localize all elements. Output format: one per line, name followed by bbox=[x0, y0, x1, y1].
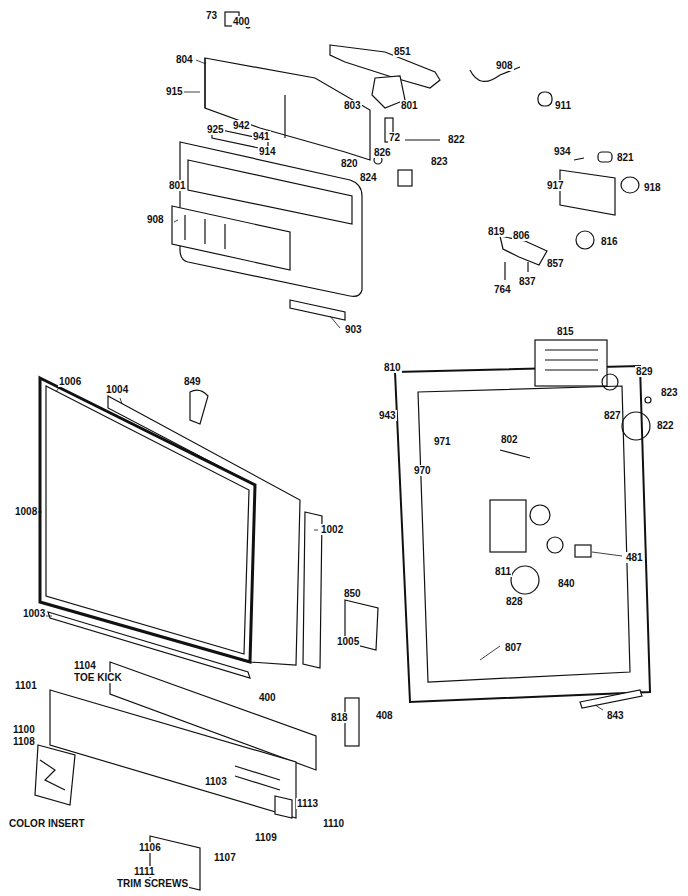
callout-number: 400 bbox=[258, 692, 277, 703]
callout-number: 1103 bbox=[204, 776, 228, 787]
callout-number: 925 bbox=[206, 124, 225, 135]
callout-number: 822 bbox=[656, 420, 675, 431]
callout-number: 801 bbox=[168, 180, 187, 191]
callout-number: 850 bbox=[343, 588, 362, 599]
callout-number: 822 bbox=[447, 134, 466, 145]
callout-number: 827 bbox=[603, 410, 622, 421]
part-label: COLOR INSERT bbox=[8, 818, 86, 829]
callout-number: 941 bbox=[252, 131, 271, 142]
callout-number: 804 bbox=[175, 54, 194, 65]
callout-number: 823 bbox=[430, 156, 449, 167]
callout-number: 908 bbox=[146, 214, 165, 225]
callout-number: 1104 bbox=[73, 660, 97, 671]
callout-number: 815 bbox=[556, 326, 575, 337]
callout-number: 807 bbox=[504, 642, 523, 653]
callout-number: 1003 bbox=[22, 608, 46, 619]
callout-number: 1005 bbox=[336, 636, 360, 647]
callout-number: 903 bbox=[344, 324, 363, 335]
callout-number: 72 bbox=[388, 132, 401, 143]
callout-number: 819 bbox=[487, 226, 506, 237]
callout-number: 914 bbox=[258, 146, 277, 157]
callout-number: 849 bbox=[183, 376, 202, 387]
callout-number: 851 bbox=[393, 46, 412, 57]
callout-number: 823 bbox=[660, 387, 679, 398]
leader-lines bbox=[36, 60, 622, 710]
callout-number: 843 bbox=[606, 710, 625, 721]
callout-number: 911 bbox=[554, 100, 572, 111]
callout-number: 840 bbox=[557, 578, 576, 589]
callout-number: 942 bbox=[232, 120, 251, 131]
callout-number: 824 bbox=[359, 172, 378, 183]
callout-number: 806 bbox=[512, 230, 531, 241]
callout-number: 1108 bbox=[12, 736, 36, 747]
callout-number: 1111 bbox=[133, 866, 156, 877]
callout-number: 1110 bbox=[322, 818, 345, 829]
callout-number: 821 bbox=[616, 152, 635, 163]
callout-number: 1109 bbox=[254, 832, 278, 843]
inner-door bbox=[395, 340, 651, 708]
callout-number: 1101 bbox=[14, 680, 38, 691]
callout-number: 1113 bbox=[296, 798, 319, 809]
callout-number: 400 bbox=[232, 16, 251, 27]
callout-number: 917 bbox=[546, 180, 565, 191]
callout-number: 934 bbox=[553, 146, 572, 157]
callout-number: 802 bbox=[500, 434, 519, 445]
callout-number: 828 bbox=[505, 596, 524, 607]
part-label: TOE KICK bbox=[73, 672, 123, 683]
callout-number: 1107 bbox=[213, 852, 237, 863]
callout-number: 970 bbox=[413, 465, 432, 476]
console-panel bbox=[180, 128, 362, 296]
callout-number: 73 bbox=[205, 10, 218, 21]
callout-number: 803 bbox=[343, 100, 362, 111]
callout-number: 943 bbox=[378, 410, 397, 421]
callout-number: 837 bbox=[518, 276, 537, 287]
callout-number: 764 bbox=[493, 284, 512, 295]
callout-number: 1002 bbox=[320, 524, 344, 535]
callout-number: 918 bbox=[643, 182, 662, 193]
callout-number: 857 bbox=[546, 258, 565, 269]
callout-number: 1100 bbox=[12, 724, 36, 735]
callout-number: 829 bbox=[635, 366, 654, 377]
callout-number: 915 bbox=[165, 86, 184, 97]
callout-number: 971 bbox=[433, 436, 452, 447]
callout-number: 811 bbox=[494, 566, 512, 577]
callout-number: 826 bbox=[373, 147, 392, 158]
toe-kick bbox=[35, 662, 316, 890]
callout-number: 801 bbox=[400, 100, 419, 111]
callout-number: 1106 bbox=[138, 842, 162, 853]
callout-number: 1004 bbox=[105, 384, 129, 395]
callout-number: 810 bbox=[383, 362, 402, 373]
callout-number: 816 bbox=[600, 236, 619, 247]
callout-number: 408 bbox=[375, 710, 394, 721]
callout-number: 1006 bbox=[58, 376, 82, 387]
callout-number: 818 bbox=[330, 712, 349, 723]
callout-number: 481 bbox=[625, 552, 644, 563]
callout-number: 908 bbox=[495, 60, 514, 71]
control-housing bbox=[205, 12, 370, 160]
part-label: TRIM SCREWS bbox=[116, 878, 189, 889]
callout-number: 820 bbox=[340, 158, 359, 169]
callout-number: 1008 bbox=[14, 506, 38, 517]
